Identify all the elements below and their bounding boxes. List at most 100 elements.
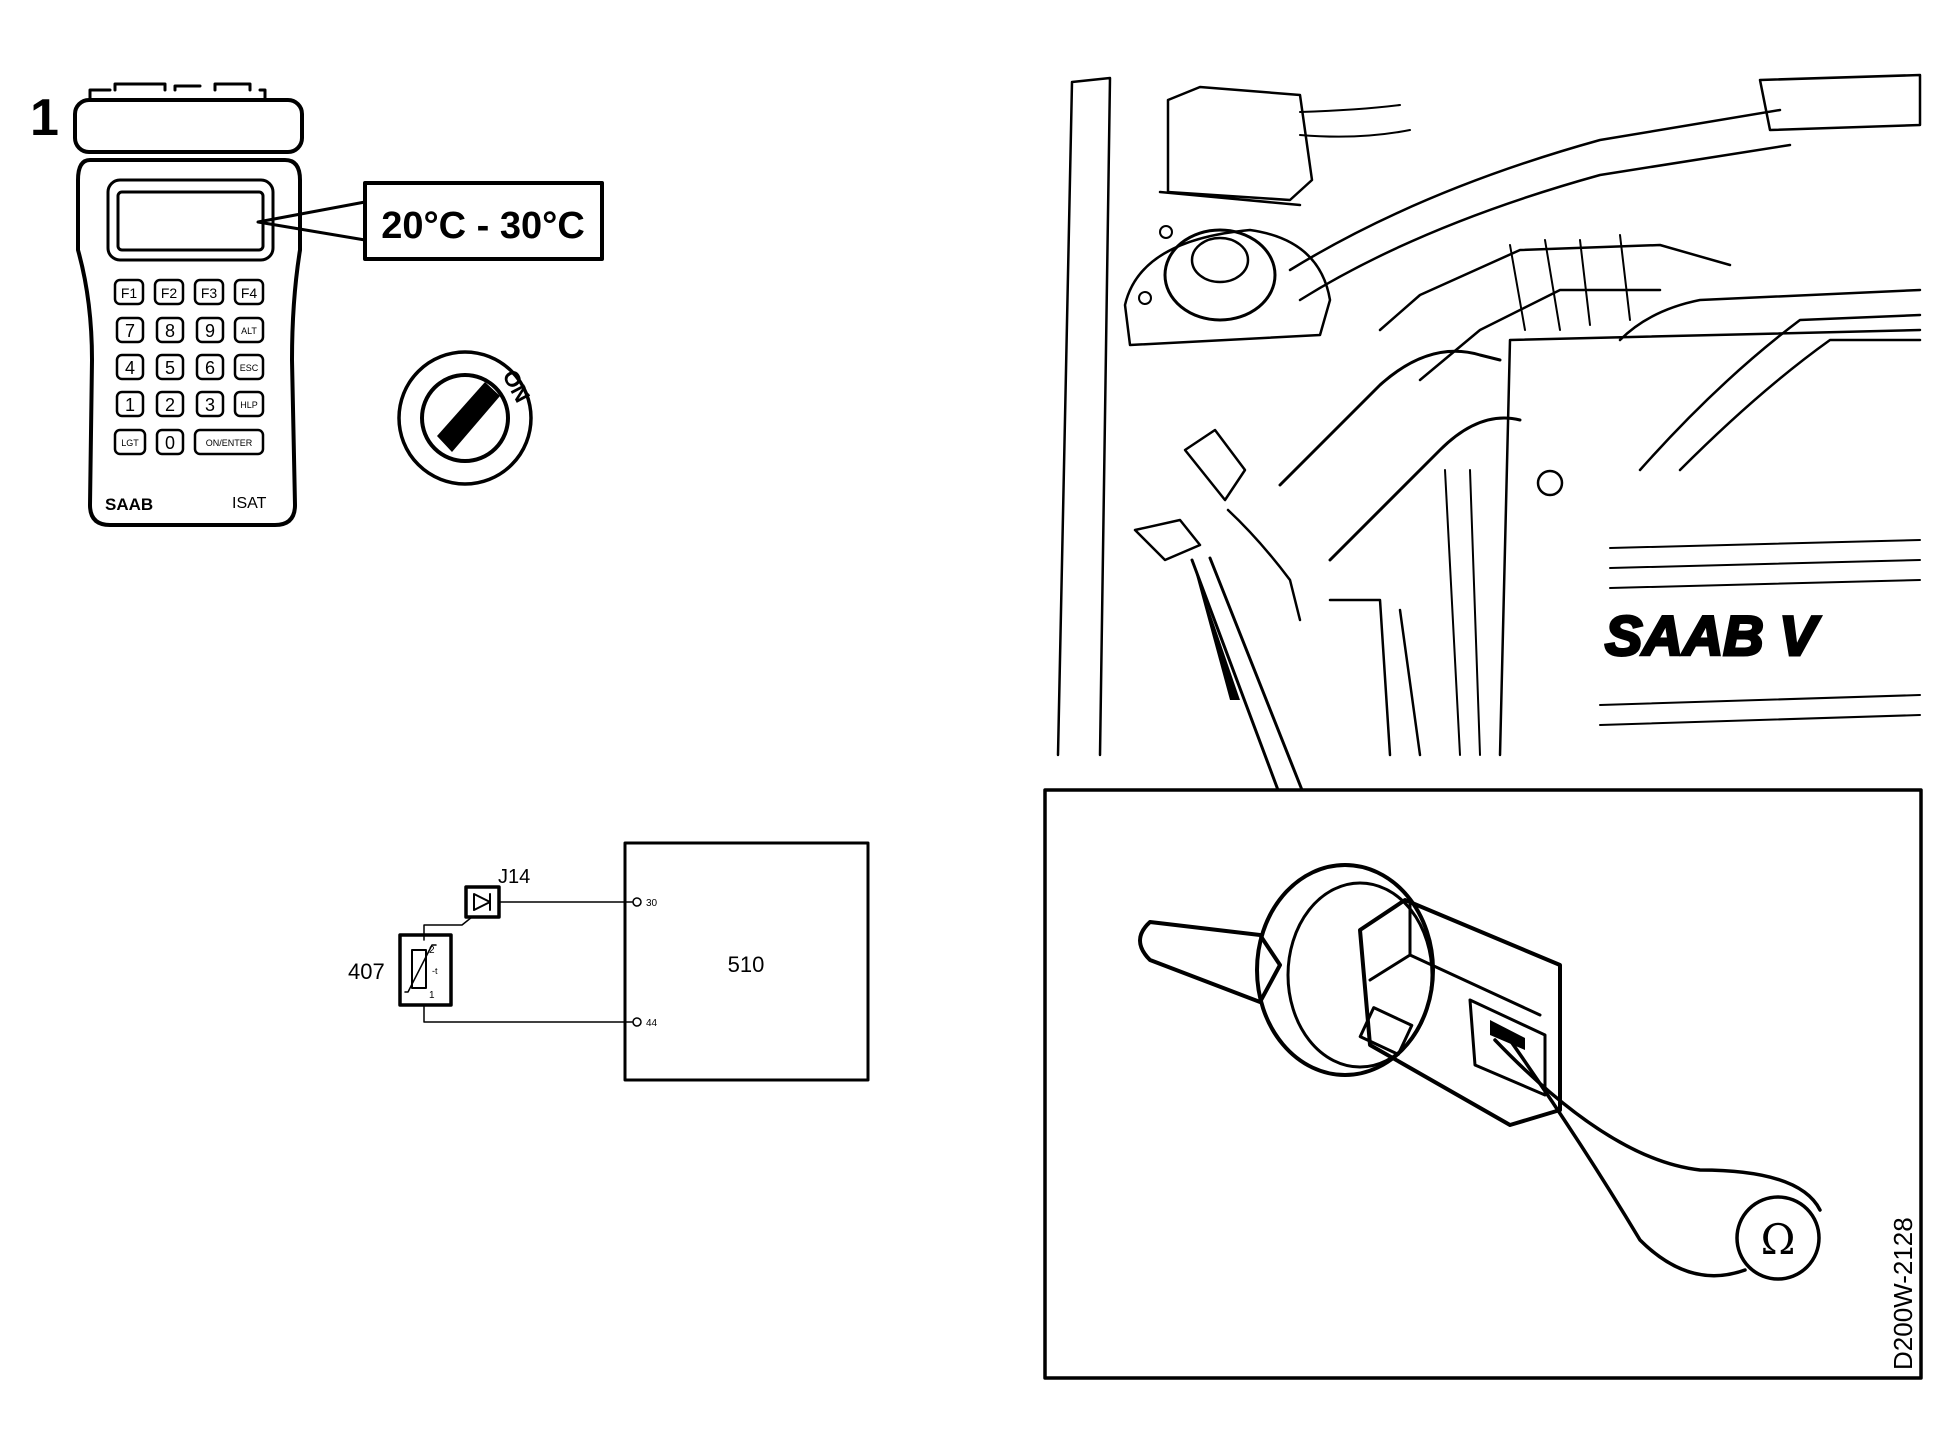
sensor-407-label: 407	[348, 959, 385, 984]
key-2-label: 2	[165, 395, 175, 415]
key-5	[155, 353, 185, 381]
key-on-enter-label: ON/ENTER	[206, 438, 253, 448]
wiring-loom	[1444, 469, 1481, 756]
key-8	[155, 316, 185, 344]
sensor-pin-2-label: 2	[429, 945, 435, 956]
pin-30-label: 30	[646, 898, 658, 909]
sensor-ntc-symbol: -t	[432, 966, 438, 976]
sensor-probe	[1138, 920, 1282, 1004]
detail-frame	[1043, 788, 1923, 1380]
intake-ribs	[1509, 234, 1631, 331]
key-f4-label: F4	[241, 285, 258, 301]
key-7	[115, 316, 145, 344]
fuse-box	[1158, 85, 1314, 207]
key-lgt-label: LGT	[121, 438, 139, 448]
figure-code: D200W-2128	[1888, 1217, 1918, 1370]
connector-pins	[1490, 1020, 1525, 1050]
strut-mount	[1163, 228, 1277, 322]
pin-44-label: 44	[646, 1018, 658, 1029]
strut-tower	[1123, 228, 1332, 347]
tester-keypad: F1 F2 F3 F4 7 8 9 ALT 4 5 6 ESC	[113, 278, 265, 456]
ignition-cylinder	[420, 373, 510, 463]
key-2	[155, 390, 185, 418]
intake-tube	[1378, 243, 1732, 382]
ohmmeter-symbol: Ω	[1761, 1215, 1796, 1264]
cover-bolt	[1536, 469, 1564, 497]
bolt-1	[1159, 225, 1173, 239]
connector-j14-symbol	[473, 893, 491, 911]
key-1	[115, 390, 145, 418]
control-module-label: 510	[728, 952, 765, 977]
isat-tester: F1 F2 F3 F4 7 8 9 ALT 4 5 6 ESC	[73, 82, 304, 527]
key-f3	[193, 278, 225, 306]
ohmmeter	[1735, 1195, 1821, 1281]
detail-pointer	[1190, 556, 1304, 792]
ignition-key-slot	[437, 382, 500, 452]
connector-j14	[464, 885, 501, 919]
temperature-range: 20°C - 30°C	[381, 205, 585, 247]
sensor-body	[1183, 428, 1247, 502]
wiring-diagram: 510 30 44 J14 2 1 -t 407	[348, 841, 870, 1082]
bolt-2	[1138, 291, 1152, 305]
key-0-label: 0	[165, 433, 175, 453]
connector-j14-label: J14	[498, 866, 530, 888]
intake-hose	[1278, 349, 1522, 562]
key-alt-label: ALT	[241, 326, 257, 336]
temperature-sensor-407	[398, 933, 453, 1007]
key-lgt	[113, 428, 147, 456]
connector-housing-edges	[1368, 903, 1542, 1017]
temperature-callout: 20°C - 30°C	[256, 181, 604, 261]
key-f3-label: F3	[201, 285, 218, 301]
key-f1-label: F1	[121, 285, 138, 301]
key-0	[155, 428, 185, 456]
intake-runners	[1638, 313, 1922, 472]
engine-badge: SAAB V	[1605, 604, 1821, 667]
tester-brand: SAAB	[105, 495, 153, 514]
radiator-side	[1328, 598, 1422, 757]
tester-body	[76, 158, 302, 527]
engine-cover-edge	[1498, 288, 1922, 757]
key-hlp	[233, 390, 265, 418]
key-on-enter	[193, 428, 265, 456]
connector-socket	[1468, 998, 1547, 1097]
connector-latch	[1358, 1006, 1414, 1056]
strut-nut	[1190, 236, 1250, 284]
key-esc-label: ESC	[240, 363, 259, 373]
key-1-label: 1	[125, 395, 135, 415]
key-f2	[153, 278, 185, 306]
key-7-label: 7	[125, 321, 135, 341]
ignition-outer-ring	[397, 350, 533, 486]
callout-box	[363, 181, 604, 261]
control-module-510	[623, 841, 870, 1082]
detail-pointer-fill	[1192, 560, 1240, 700]
key-3	[195, 390, 225, 418]
key-alt	[233, 316, 265, 344]
cover-ribs-lower	[1599, 694, 1921, 726]
hose-clamp	[1226, 508, 1302, 622]
cover-ribs-upper	[1609, 539, 1921, 589]
key-9-label: 9	[205, 321, 215, 341]
key-f4	[233, 278, 265, 306]
engine-bay-illustration: SAAB V	[1056, 73, 1922, 757]
sensor-flange-inner	[1286, 881, 1434, 1069]
wire-sensor-to-j14	[423, 916, 473, 941]
thermistor-symbol	[411, 949, 427, 989]
key-4	[115, 353, 145, 381]
key-hlp-label: HLP	[240, 400, 258, 410]
pin-44	[632, 1017, 642, 1027]
tester-model: ISAT	[232, 495, 267, 512]
upper-bracket	[1758, 73, 1922, 132]
ignition-switch: ON	[397, 350, 535, 486]
upper-hose	[1288, 108, 1792, 302]
key-6-label: 6	[205, 358, 215, 378]
pin-30	[632, 897, 642, 907]
step-number: 1	[30, 89, 59, 147]
connector-housing	[1358, 898, 1562, 1127]
key-5-label: 5	[165, 358, 175, 378]
key-esc	[233, 353, 265, 381]
key-4-label: 4	[125, 358, 135, 378]
sensor-connector-bay	[1133, 518, 1202, 562]
tester-screen	[116, 190, 265, 252]
sensor-pin-1-label: 1	[429, 990, 435, 1001]
